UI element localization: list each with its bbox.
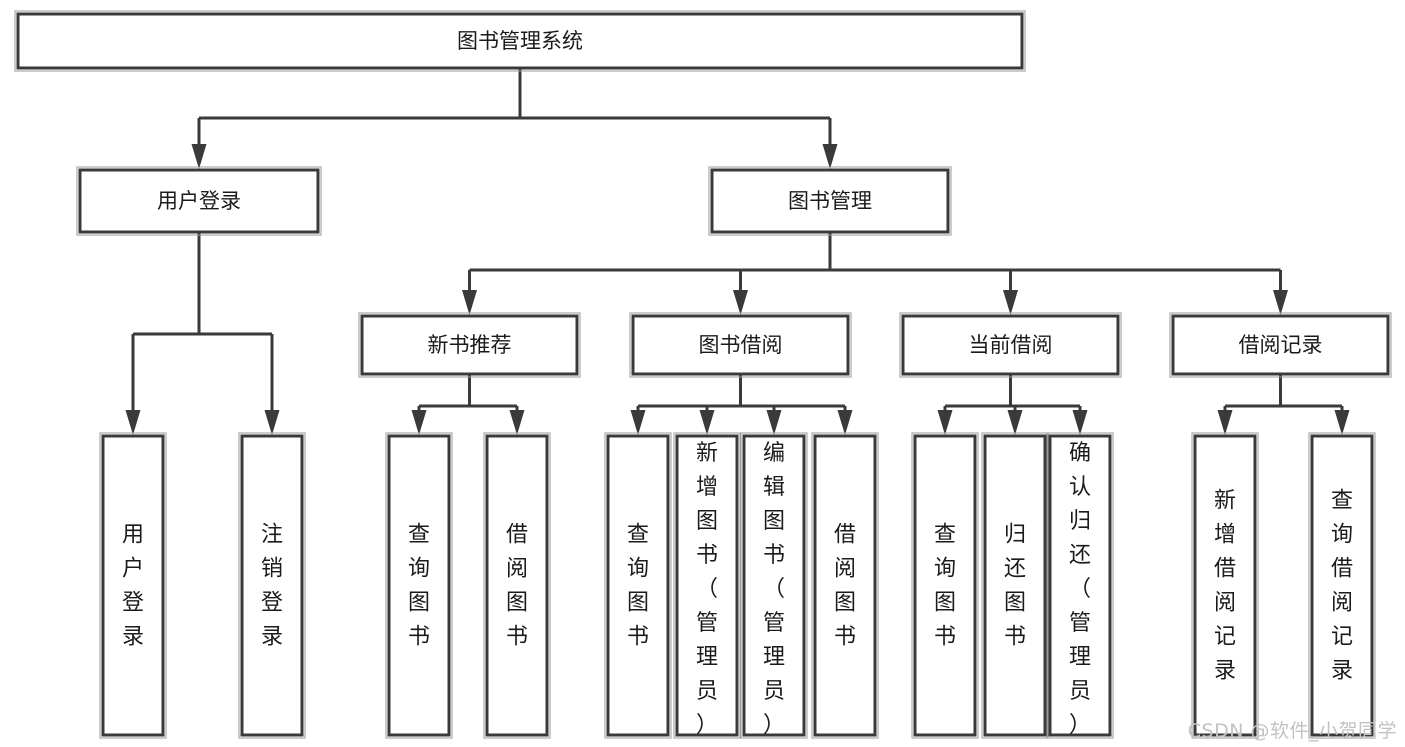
node-box	[901, 314, 1120, 376]
node-box	[710, 168, 950, 234]
connector-group	[462, 232, 1288, 315]
connector-group	[937, 374, 1088, 435]
node-label: 新增借阅记录	[1214, 489, 1236, 684]
node-leaf-new-borrow[interactable]: 借阅图书	[483, 432, 551, 739]
node-label: 编辑图书（管理员）	[763, 441, 785, 738]
node-leaf-r-add[interactable]: 新增借阅记录	[1191, 432, 1259, 739]
connector-group	[1217, 374, 1350, 435]
node-l1-user[interactable]: 用户登录	[76, 166, 322, 236]
connector-group	[411, 374, 525, 435]
node-root[interactable]: 图书管理系统	[14, 10, 1026, 72]
node-label: 用户登录	[157, 189, 241, 213]
node-box	[1193, 434, 1257, 737]
node-label: 查询图书	[627, 523, 649, 650]
node-label: 当前借阅	[969, 333, 1053, 357]
node-l1-book[interactable]: 图书管理	[708, 166, 952, 236]
node-box	[913, 434, 977, 737]
connectors-layer	[125, 68, 1350, 435]
node-box	[606, 434, 670, 737]
nodes-layer: 图书管理系统用户登录图书管理新书推荐图书借阅当前借阅借阅记录用户登录注销登录查询…	[14, 10, 1392, 739]
node-l2-borrow[interactable]: 图书借阅	[629, 312, 852, 378]
node-l2-new[interactable]: 新书推荐	[358, 312, 581, 378]
node-leaf-user-logout[interactable]: 注销登录	[238, 432, 306, 739]
node-label: 新增图书（管理员）	[696, 441, 718, 738]
node-box	[1310, 434, 1374, 737]
node-leaf-b-borrow[interactable]: 借阅图书	[811, 432, 879, 739]
node-box	[983, 434, 1047, 737]
node-leaf-new-query[interactable]: 查询图书	[385, 432, 453, 739]
node-box-shadow	[629, 312, 852, 378]
node-label: 查询借阅记录	[1331, 489, 1353, 684]
node-box-shadow	[76, 166, 322, 236]
node-box-shadow	[604, 432, 672, 739]
connector-group	[630, 374, 853, 435]
node-box-shadow	[1191, 432, 1259, 739]
node-box	[387, 434, 451, 737]
node-box	[101, 434, 165, 737]
connector-group	[191, 68, 838, 169]
node-box	[813, 434, 877, 737]
node-box-shadow	[358, 312, 581, 378]
node-label: 图书管理	[788, 189, 872, 213]
node-box	[485, 434, 549, 737]
node-box-shadow	[1046, 432, 1114, 739]
node-label: 借阅图书	[834, 523, 856, 650]
node-box-shadow	[385, 432, 453, 739]
node-label: 确认归还（管理员）	[1069, 441, 1091, 738]
node-box	[742, 434, 806, 737]
node-leaf-c-query[interactable]: 查询图书	[911, 432, 979, 739]
node-leaf-user-login[interactable]: 用户登录	[99, 432, 167, 739]
node-leaf-c-confirm[interactable]: 确认归还（管理员）	[1046, 432, 1114, 739]
node-label: 归还图书	[1004, 523, 1026, 650]
node-box-shadow	[708, 166, 952, 236]
node-box-shadow	[238, 432, 306, 739]
node-label: 查询图书	[408, 523, 430, 650]
node-label: 借阅图书	[506, 523, 528, 650]
node-leaf-b-edit[interactable]: 编辑图书（管理员）	[740, 432, 808, 739]
node-box-shadow	[740, 432, 808, 739]
node-label: 图书借阅	[699, 333, 783, 357]
node-box-shadow	[14, 10, 1026, 72]
node-box-shadow	[899, 312, 1122, 378]
node-box	[240, 434, 304, 737]
node-box	[631, 314, 850, 376]
node-box	[78, 168, 320, 234]
node-label: 新书推荐	[428, 333, 512, 357]
node-leaf-r-query[interactable]: 查询借阅记录	[1308, 432, 1376, 739]
node-box-shadow	[911, 432, 979, 739]
node-box	[1171, 314, 1390, 376]
node-leaf-b-query[interactable]: 查询图书	[604, 432, 672, 739]
node-box-shadow	[1308, 432, 1376, 739]
node-label: 用户登录	[122, 523, 144, 650]
node-label: 注销登录	[261, 523, 283, 650]
node-label: 借阅记录	[1239, 333, 1323, 357]
node-box	[16, 12, 1024, 70]
node-box-shadow	[1169, 312, 1392, 378]
node-box-shadow	[483, 432, 551, 739]
node-box-shadow	[981, 432, 1049, 739]
node-box-shadow	[99, 432, 167, 739]
node-l2-rec[interactable]: 借阅记录	[1169, 312, 1392, 378]
connector-group	[125, 232, 280, 435]
node-box	[360, 314, 579, 376]
node-leaf-b-add[interactable]: 新增图书（管理员）	[673, 432, 741, 739]
node-label: 图书管理系统	[457, 29, 583, 53]
node-label: 查询图书	[934, 523, 956, 650]
node-box-shadow	[811, 432, 879, 739]
node-leaf-c-return[interactable]: 归还图书	[981, 432, 1049, 739]
node-box	[675, 434, 739, 737]
node-l2-cur[interactable]: 当前借阅	[899, 312, 1122, 378]
node-box-shadow	[673, 432, 741, 739]
node-box	[1048, 434, 1112, 737]
